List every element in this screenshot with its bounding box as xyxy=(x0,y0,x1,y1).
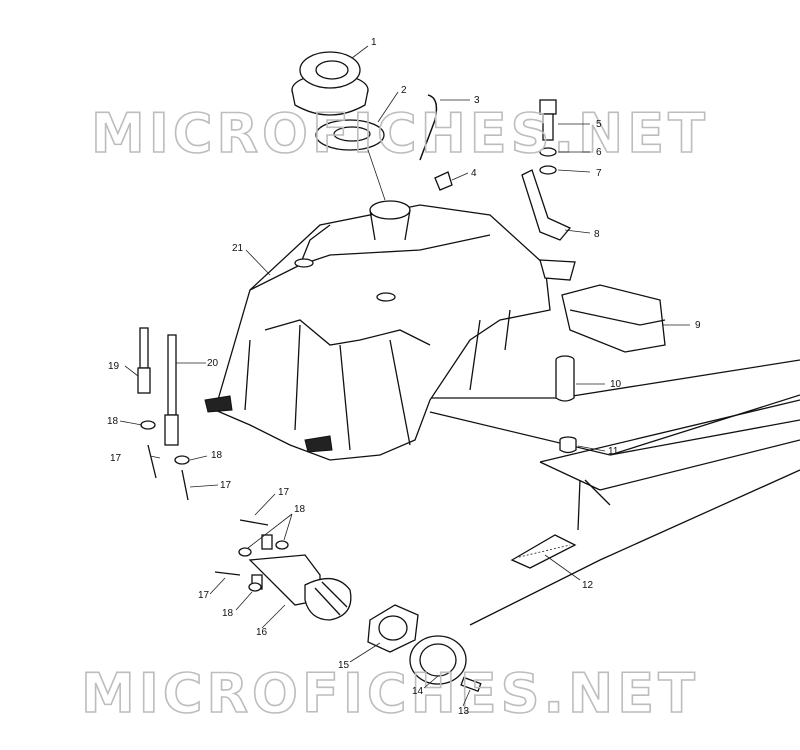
cap-gasket xyxy=(315,119,385,151)
callout-2: 2 xyxy=(401,85,407,96)
hose-clamp-b xyxy=(174,455,190,465)
callout-8: 8 xyxy=(594,229,600,240)
hose-clamp-d xyxy=(248,582,262,592)
callout-9: 9 xyxy=(695,320,701,331)
callout-19: 19 xyxy=(108,361,120,372)
gauge-nut xyxy=(367,604,419,653)
fuel-pump xyxy=(248,534,352,621)
callout-17-d: 17 xyxy=(198,590,210,601)
callout-11: 11 xyxy=(608,446,619,457)
callout-18-d: 18 xyxy=(222,608,234,619)
mounting-block xyxy=(561,284,666,353)
callout-18-a: 18 xyxy=(107,416,119,427)
pickup-tube-right xyxy=(164,334,179,446)
bushing xyxy=(559,436,577,454)
pump-hose-upper xyxy=(239,519,269,526)
callout-5: 5 xyxy=(596,119,602,130)
watermark-top: MICROFICHES.NET xyxy=(91,102,709,165)
spacer xyxy=(555,355,575,402)
watermark-bottom: MICROFICHES.NET xyxy=(81,662,699,725)
fuel-hose-middle xyxy=(181,469,189,501)
callout-15: 15 xyxy=(338,660,350,671)
callout-12: 12 xyxy=(582,580,594,591)
callout-4: 4 xyxy=(471,168,477,179)
leader-lines xyxy=(119,45,690,707)
hose-clamp-a xyxy=(140,420,156,430)
callout-14: 14 xyxy=(412,686,424,697)
callout-18-b: 18 xyxy=(211,450,223,461)
callout-17-b: 17 xyxy=(220,480,232,491)
callout-16: 16 xyxy=(256,627,268,638)
callout-1: 1 xyxy=(371,37,377,48)
callout-7: 7 xyxy=(596,168,602,179)
hose-clamp-c xyxy=(238,547,252,557)
vent-fitting xyxy=(434,171,453,191)
filler-cap xyxy=(291,51,369,116)
tank-bracket xyxy=(521,169,572,241)
callout-10: 10 xyxy=(610,379,622,390)
pickup-tube-left xyxy=(137,327,151,394)
lock-washer xyxy=(539,147,557,157)
bolt xyxy=(539,99,557,141)
fuel-hose-left xyxy=(147,444,157,479)
washer xyxy=(539,165,557,175)
vent-hose xyxy=(419,94,438,161)
chassis-frame xyxy=(420,359,800,626)
callout-3: 3 xyxy=(474,95,480,106)
callout-21: 21 xyxy=(232,243,244,254)
fuel-tank xyxy=(204,200,576,461)
hose-clamp-e xyxy=(275,540,289,550)
callout-17-c: 17 xyxy=(278,487,290,498)
callout-20: 20 xyxy=(207,358,219,369)
screw xyxy=(460,676,482,693)
callout-13: 13 xyxy=(458,706,470,717)
pump-hose-lower xyxy=(214,571,241,576)
callout-18-c: 18 xyxy=(294,504,306,515)
callout-17-a: 17 xyxy=(110,453,122,464)
callout-6: 6 xyxy=(596,147,602,158)
